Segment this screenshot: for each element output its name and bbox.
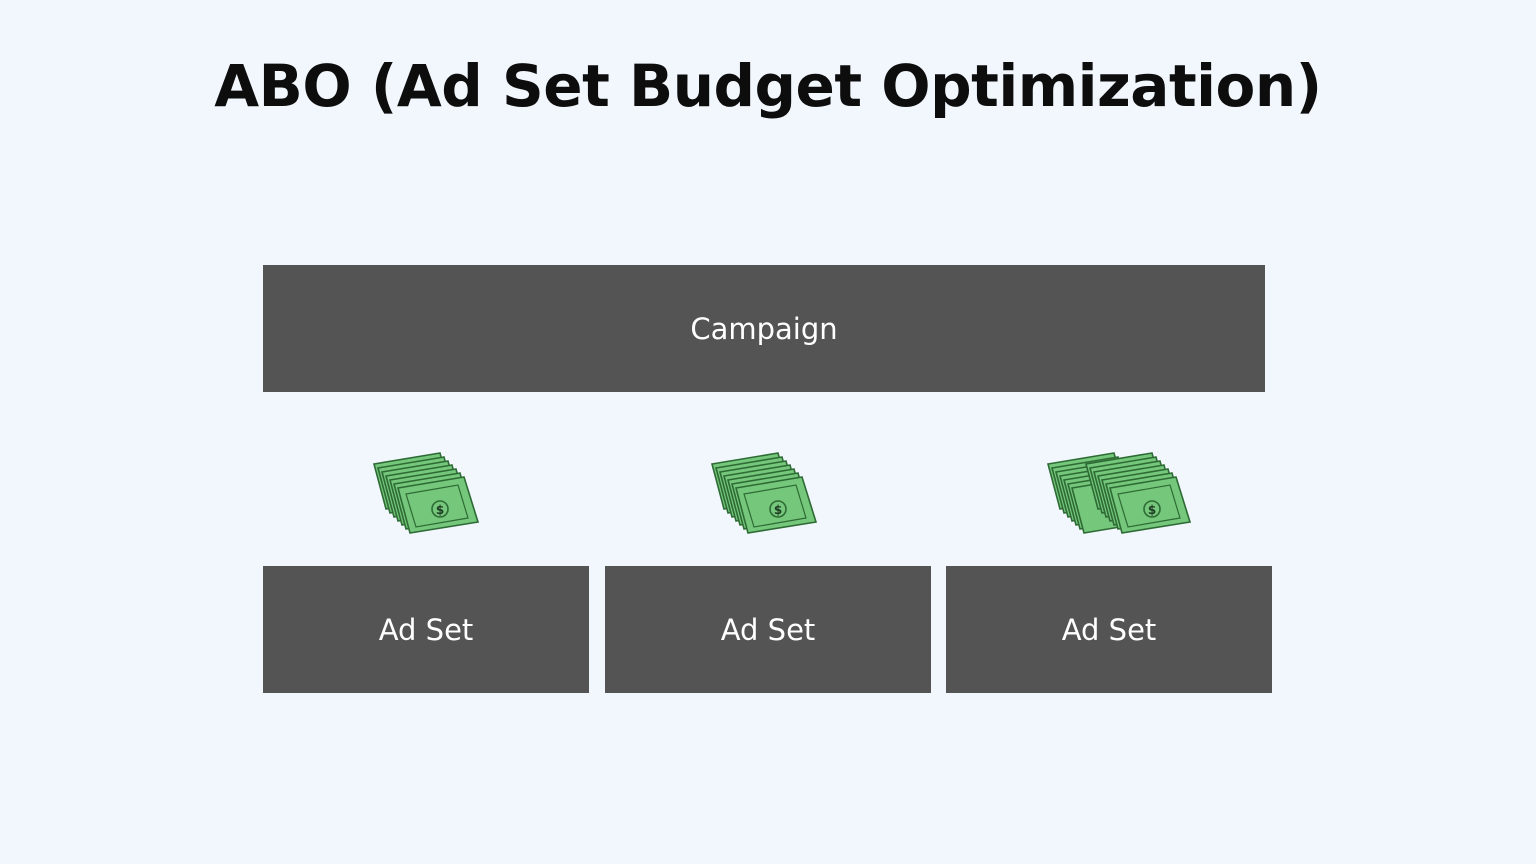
ad-set-box: Ad Set bbox=[263, 566, 589, 693]
ad-set-box: Ad Set bbox=[605, 566, 931, 693]
money-stack-icon: $ bbox=[711, 452, 818, 534]
bill-stack: $ bbox=[373, 452, 480, 534]
ad-set-label: Ad Set bbox=[720, 612, 816, 647]
campaign-box: Campaign bbox=[263, 265, 1265, 392]
svg-text:$: $ bbox=[774, 503, 782, 517]
campaign-label: Campaign bbox=[690, 311, 838, 346]
bill-stack: $ bbox=[711, 452, 818, 534]
ad-set-label: Ad Set bbox=[1061, 612, 1157, 647]
money-stack-icon: $ bbox=[1047, 452, 1192, 534]
ad-set-label: Ad Set bbox=[378, 612, 474, 647]
page-title: ABO (Ad Set Budget Optimization) bbox=[214, 52, 1322, 120]
svg-text:$: $ bbox=[436, 503, 444, 517]
svg-text:$: $ bbox=[1148, 503, 1156, 517]
money-stack-icon: $ bbox=[373, 452, 480, 534]
ad-set-box: Ad Set bbox=[946, 566, 1272, 693]
bill-stack-front: $ bbox=[1085, 452, 1192, 534]
